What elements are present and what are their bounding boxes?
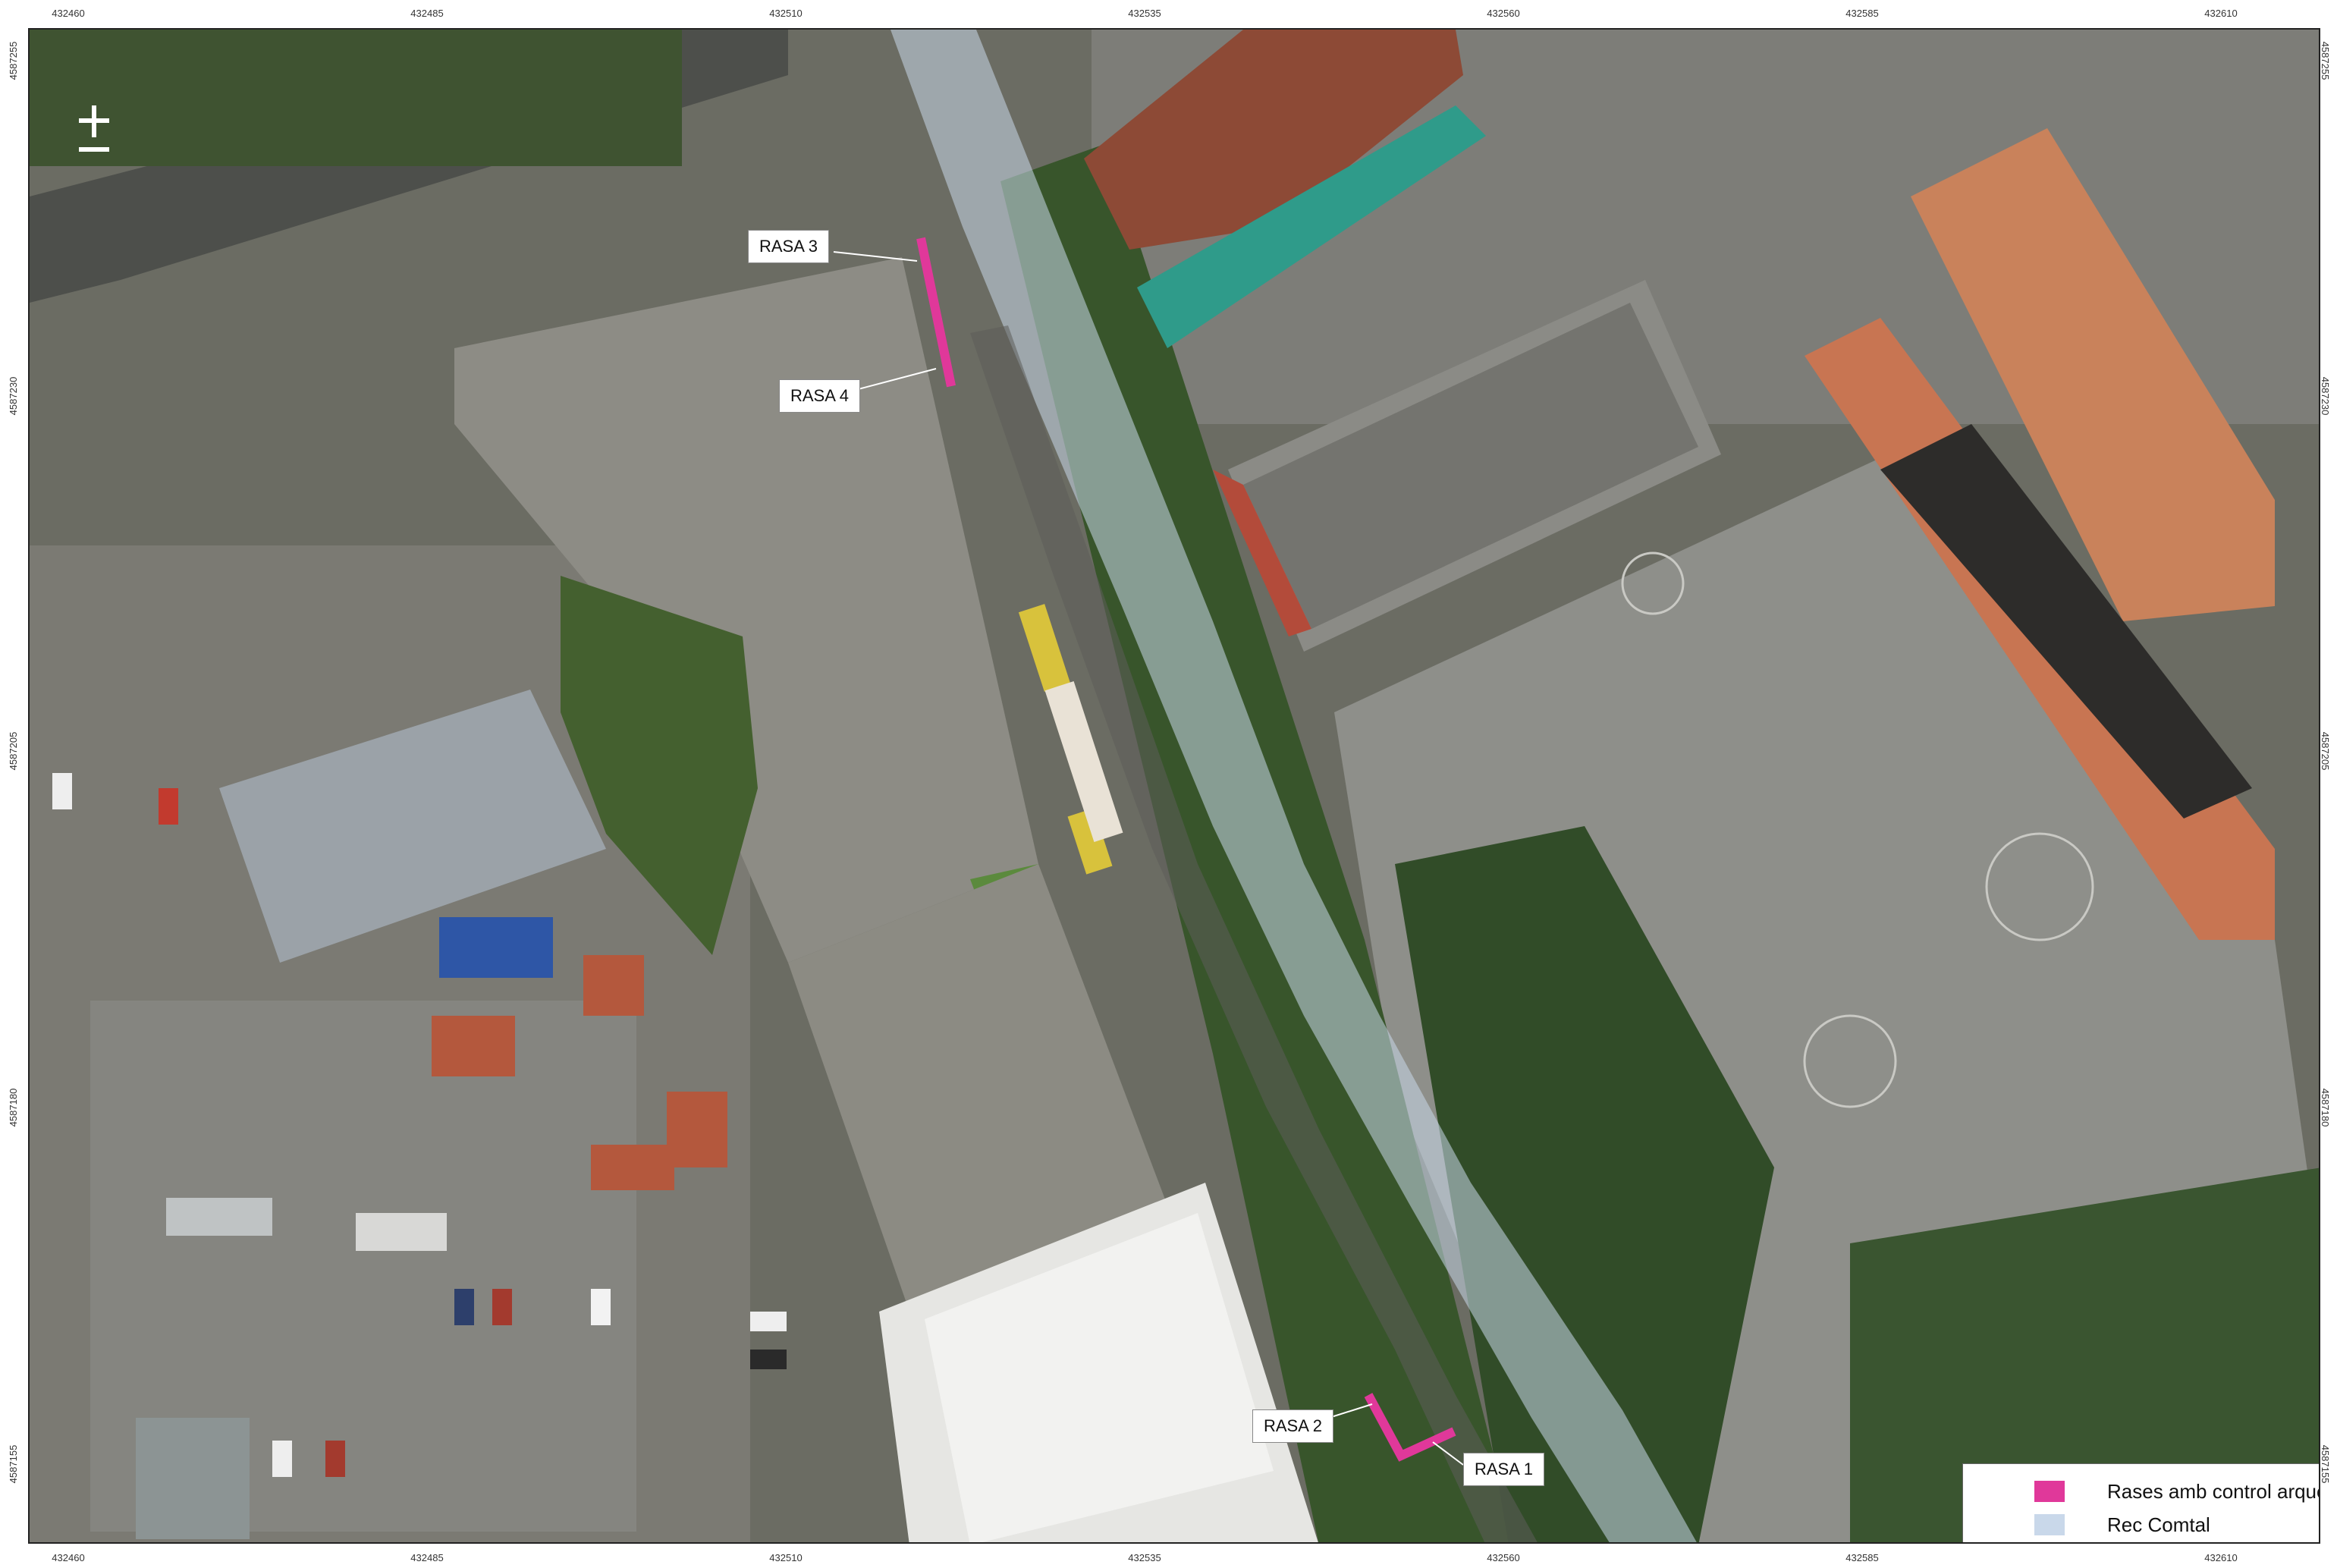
y-tick-label: 4587205 (8, 731, 19, 771)
legend-swatch-excavation (2034, 1481, 2065, 1502)
y-tick-label: 4587255 (8, 41, 19, 80)
aerial-map[interactable]: RASA 3 RASA 4 RASA 2 RASA 1 Rases amb co… (28, 28, 2320, 1544)
y-tick-label: 4587230 (8, 376, 19, 416)
x-tick-label: 432535 (1128, 8, 1161, 19)
x-tick-label: 432585 (1845, 1552, 1879, 1563)
label-rasa-3[interactable]: RASA 3 (748, 230, 830, 263)
y-tick-label-right: 4587205 (2320, 731, 2331, 771)
x-tick-label: 432485 (410, 8, 444, 19)
label-rasa-1[interactable]: RASA 1 (1463, 1453, 1545, 1486)
x-tick-label: 432485 (410, 1552, 444, 1563)
y-tick-label-right: 4587255 (2320, 41, 2331, 80)
north-arrow-icon (79, 105, 109, 152)
x-tick-label: 432510 (769, 8, 803, 19)
y-tick-label: 4587180 (8, 1088, 19, 1127)
label-rasa-2[interactable]: RASA 2 (1252, 1409, 1334, 1443)
x-tick-label: 432585 (1845, 8, 1879, 19)
x-tick-label: 432510 (769, 1552, 803, 1563)
x-tick-label: 432610 (2204, 8, 2238, 19)
x-tick-label: 432560 (1487, 1552, 1520, 1563)
rasa-1-2-excavation (1364, 1393, 1456, 1462)
legend-label: Rec Comtal (2107, 1513, 2210, 1536)
rasa-4-excavation (920, 256, 956, 388)
label-rasa-4[interactable]: RASA 4 (779, 379, 861, 413)
y-tick-label-right: 4587180 (2320, 1088, 2331, 1127)
legend-swatch-canal (2034, 1514, 2065, 1535)
y-tick-label-right: 4587230 (2320, 376, 2331, 416)
x-tick-label: 432460 (52, 8, 85, 19)
y-tick-label: 4587155 (8, 1444, 19, 1484)
map-legend: Rases amb control arqueològic Rec Comtal (1962, 1463, 2319, 1542)
y-tick-label-right: 4587155 (2320, 1444, 2331, 1484)
x-tick-label: 432560 (1487, 8, 1520, 19)
aerial-imagery (30, 30, 2319, 1542)
x-tick-label: 432460 (52, 1552, 85, 1563)
x-tick-label: 432610 (2204, 1552, 2238, 1563)
legend-label: Rases amb control arqueològic (2107, 1479, 2319, 1503)
x-tick-label: 432535 (1128, 1552, 1161, 1563)
